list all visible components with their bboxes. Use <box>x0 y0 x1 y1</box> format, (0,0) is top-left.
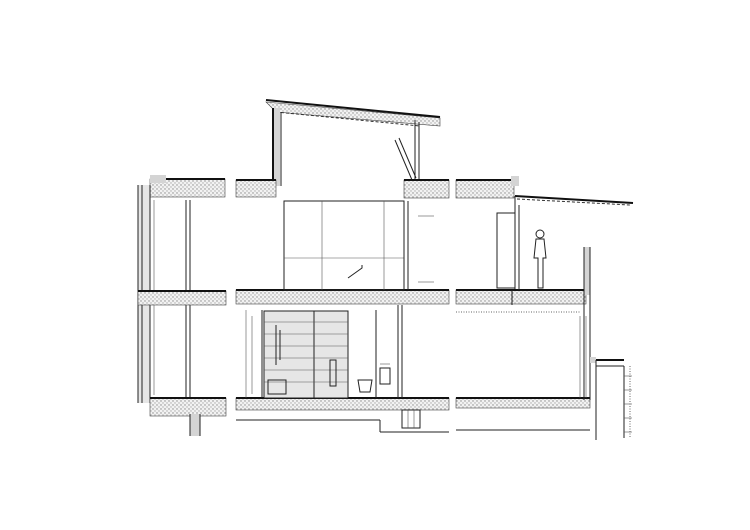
ground-right-room <box>456 311 596 398</box>
upper-floor-slab <box>137 289 587 306</box>
left-roof-slab <box>149 175 277 198</box>
center-roof-slab <box>403 176 519 199</box>
clerestory-roof <box>265 99 441 186</box>
upper-window-grid <box>283 200 434 291</box>
ground-floor-slab <box>149 397 591 436</box>
section-break-lines <box>227 170 455 442</box>
ground-bathroom <box>245 305 403 398</box>
right-canopy <box>514 195 634 300</box>
upper-right-room <box>496 205 591 400</box>
urinal-icon <box>379 367 391 385</box>
ground-storage-wall <box>263 310 349 399</box>
human-figure <box>533 229 547 289</box>
toilet-icon <box>357 379 373 393</box>
exterior-stair <box>595 359 632 440</box>
